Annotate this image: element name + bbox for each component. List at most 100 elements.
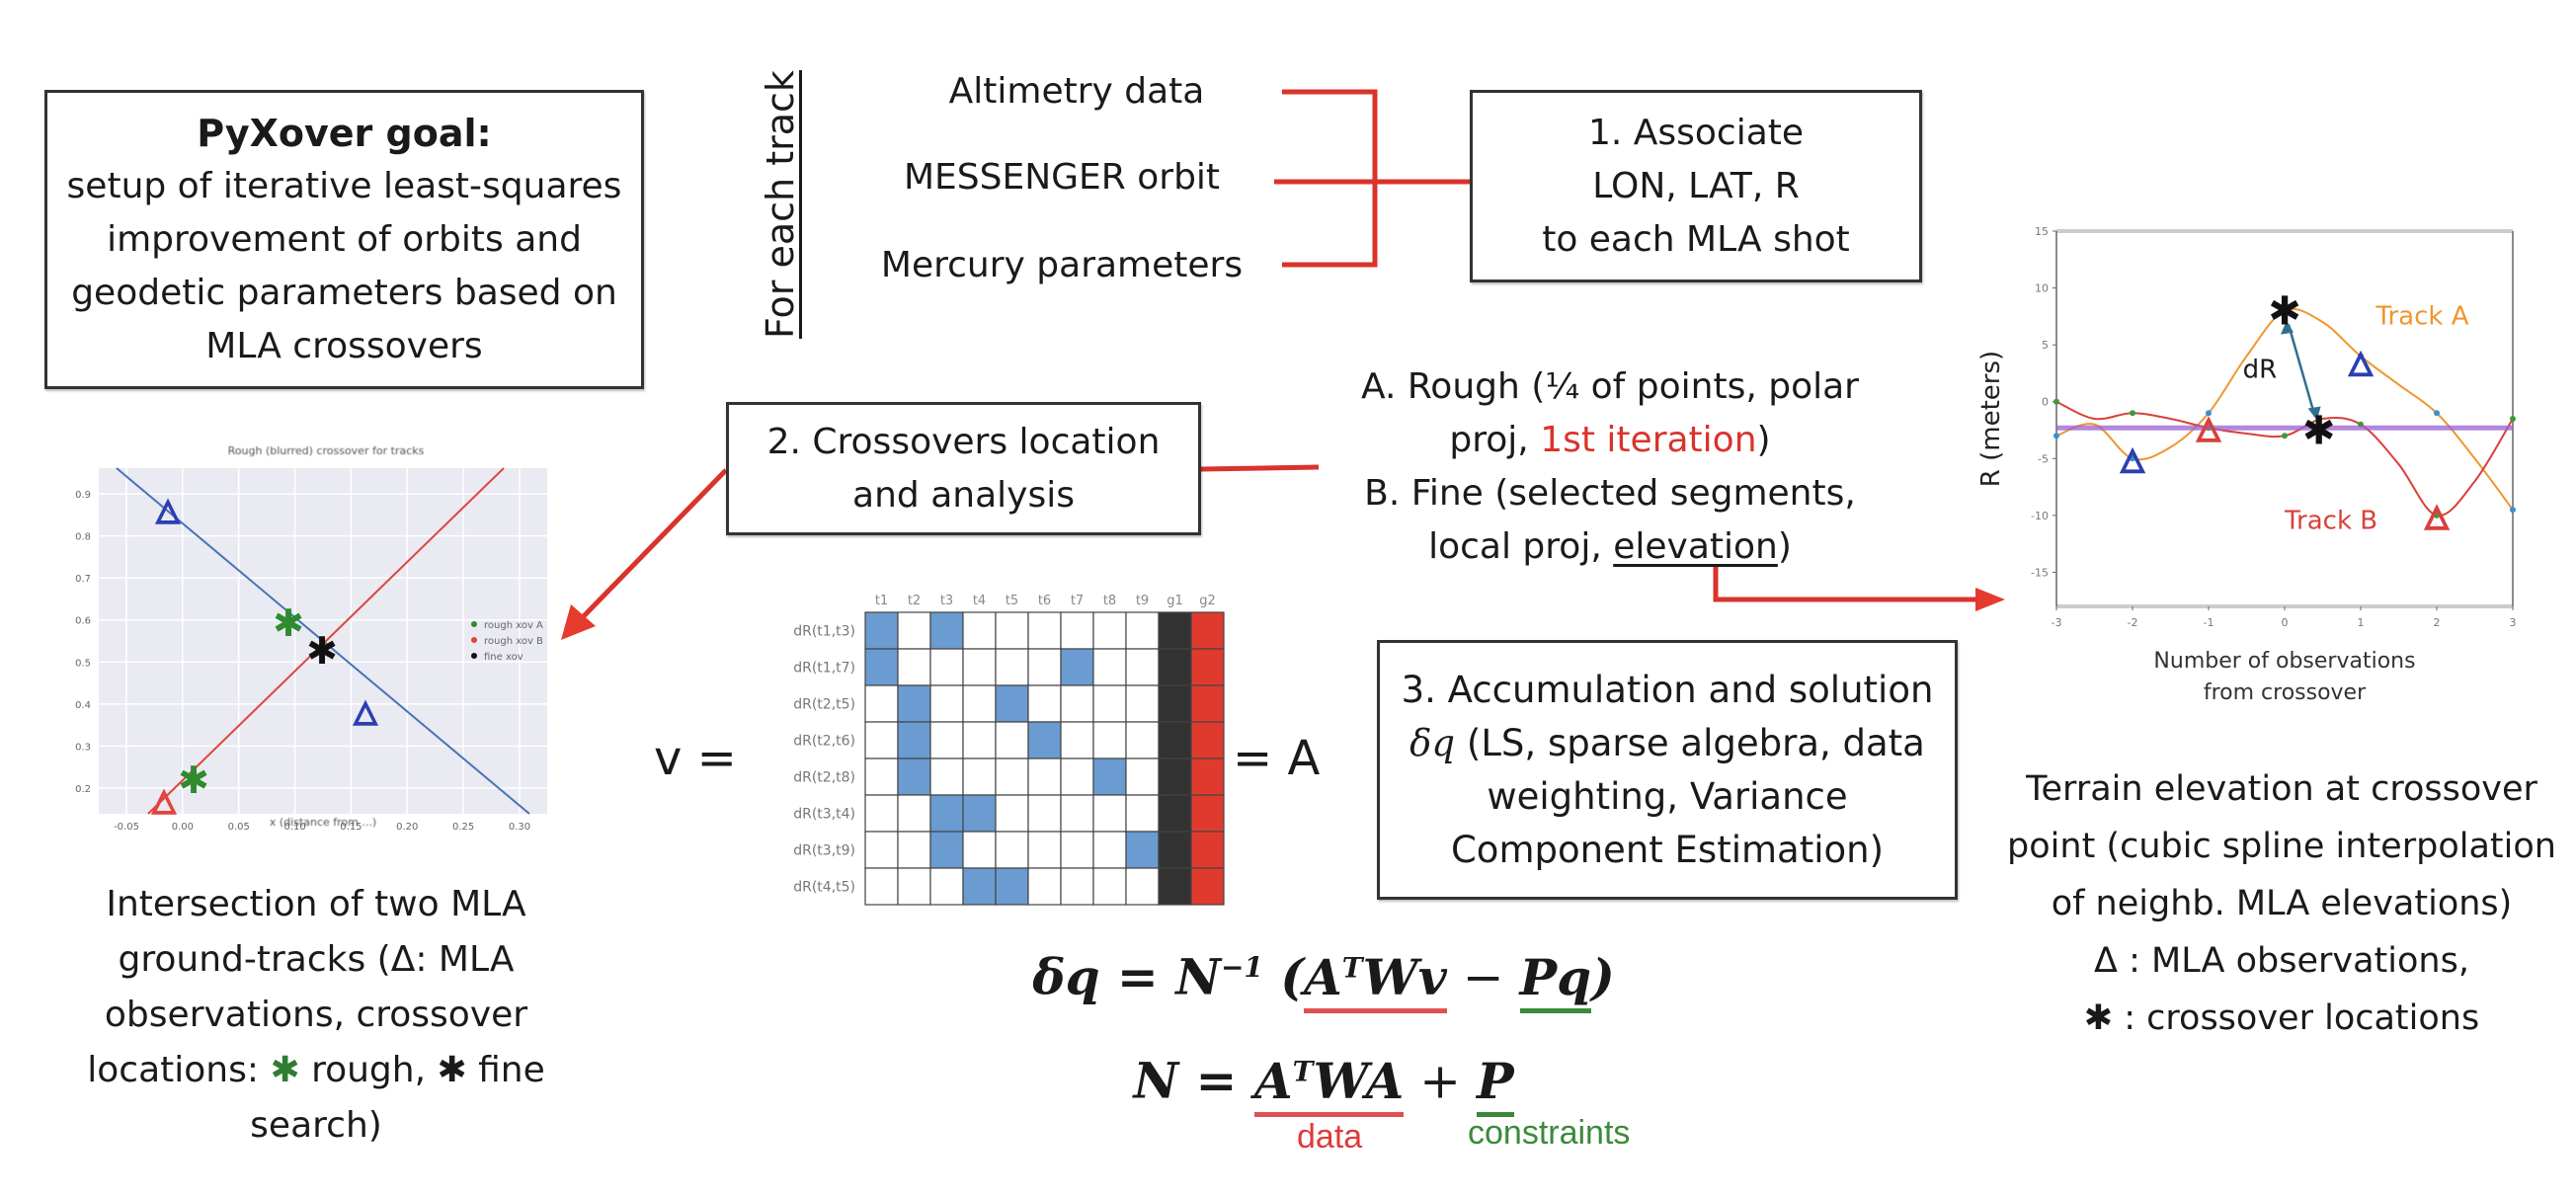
matrix-cell (1190, 611, 1225, 650)
chart-xtick-label: 0 (2282, 616, 2289, 629)
matrix-cell (1060, 867, 1094, 906)
matrix-cell (864, 867, 899, 906)
step3-line: Component Estimation) (1450, 828, 1885, 871)
matrix-cell (1125, 758, 1160, 796)
left-plot-title: Rough (blurred) crossover for tracks (227, 444, 425, 457)
step3-line: weighting, Variance (1487, 774, 1848, 818)
matrix-cell (1092, 794, 1127, 833)
matrix-cell (1027, 721, 1062, 759)
step3-line: δq (LS, sparse algebra, data (1409, 717, 1925, 770)
left-plot-xtick: 0.05 (228, 822, 250, 830)
ground-track-plot: Rough (blurred) crossover for tracks △ △… (59, 444, 573, 830)
matrix-column-header: t2 (908, 594, 921, 608)
caption-text: locations: (87, 1050, 259, 1090)
matrix-cell (962, 831, 997, 869)
delta-q-symbol: δq (1409, 721, 1456, 764)
matrix-cell (929, 648, 964, 686)
eq1-transpose: T (1341, 951, 1363, 984)
left-plot-xlabel: x (distance from ...) (269, 816, 377, 829)
matrix-column-header: g1 (1167, 594, 1183, 608)
rough-mode-close: ) (1756, 420, 1771, 460)
matrix-cell (962, 758, 997, 796)
legend-label: fine xov (484, 652, 523, 663)
v-equals-label: v = (654, 731, 737, 786)
matrix-cell (864, 684, 899, 723)
matrix-cell (1125, 648, 1160, 686)
matrix-column-header: t3 (940, 594, 953, 608)
left-plot-xtick: 0.25 (452, 822, 474, 830)
matrix-cell (1027, 611, 1062, 650)
rough-mode-line2: proj, 1st iteration) (1314, 414, 1906, 467)
crossover-asterisk-icon: ✱ (2302, 409, 2336, 454)
dr-arrow-line (2287, 324, 2316, 417)
step2-line: 2. Crossovers location (766, 421, 1161, 462)
matrix-cell (1060, 648, 1094, 686)
step2-line: and analysis (852, 474, 1075, 516)
caption-line: Terrain elevation at crossover (2026, 769, 2537, 809)
matrix-cell (1158, 831, 1192, 869)
step3-line-rest: (LS, sparse algebra, data (1455, 721, 1925, 764)
matrix-row-label: dR(t2,t8) (793, 770, 855, 786)
series-point (2510, 416, 2516, 422)
matrix-cell (1060, 721, 1094, 759)
eq2-lhs: N = (1133, 1051, 1254, 1110)
matrix-cell (1158, 721, 1192, 759)
matrix-cell (962, 648, 997, 686)
left-plot-caption: Intersection of two MLA ground-tracks (Δ… (40, 877, 593, 1154)
matrix-row-label: dR(t1,t3) (793, 624, 855, 640)
eq1-paren-close: ) (1591, 947, 1615, 1006)
matrix-cell (1027, 867, 1062, 906)
matrix-cell (962, 611, 997, 650)
chart-ytick-label: -10 (2031, 510, 2049, 522)
bracket-connector (1282, 89, 1378, 268)
matrix-cell (962, 684, 997, 723)
fine-mode-line2: local proj, elevation) (1314, 520, 1906, 574)
matrix-cell (1190, 867, 1225, 906)
matrix-cell (929, 721, 964, 759)
left-plot-ytick: 0.9 (75, 490, 91, 501)
matrix-cell (1027, 831, 1062, 869)
matrix-cell (1125, 794, 1160, 833)
matrix-cell (1092, 867, 1127, 906)
observation-triangle-icon: △ (2197, 411, 2219, 445)
eq2-data-term: ATWA (1253, 1051, 1405, 1117)
caption-text: rough, (311, 1050, 427, 1090)
chart-xtick-label: 1 (2358, 616, 2365, 629)
fine-crossover-icon: ✱ (306, 629, 338, 673)
observation-triangle-icon: △ (2425, 499, 2448, 533)
chart-annotation: Track B (2284, 507, 2377, 536)
matrix-column-header: t5 (1006, 594, 1018, 608)
chart-xtick-label: -2 (2128, 616, 2138, 629)
matrix-row-label: dR(t3,t9) (793, 843, 855, 859)
left-plot-ytick: 0.6 (75, 616, 91, 627)
matrix-cell (864, 758, 899, 796)
matrix-cell (864, 831, 899, 869)
goal-line: MLA crossovers (205, 325, 483, 366)
matrix-cell (1060, 611, 1094, 650)
step2-connector (1200, 464, 1320, 472)
matrix-cell (929, 611, 964, 650)
chart-ytick-label: 10 (2035, 282, 2049, 295)
crossover-asterisk-icon: ✱ (2268, 289, 2301, 335)
right-caption: Terrain elevation at crossover point (cu… (1966, 760, 2576, 1047)
observation-triangle-icon: △ (152, 783, 175, 818)
matrix-column-header: t8 (1103, 594, 1116, 608)
rough-mode-text: proj, (1449, 420, 1541, 460)
matrix-cell (1027, 794, 1062, 833)
matrix-cell (995, 648, 1029, 686)
caption-text: fine (478, 1050, 545, 1090)
eq2-plus: + (1404, 1052, 1477, 1110)
arrow-head-left-icon (561, 604, 596, 640)
first-iteration-highlight: 1st iteration (1540, 420, 1757, 460)
left-plot-ytick: 0.8 (75, 532, 91, 543)
eq1-exponent: −1 (1220, 951, 1263, 984)
matrix-cell (1092, 684, 1127, 723)
a-equals-label: = A (1233, 731, 1321, 786)
goal-line: geodetic parameters based on (71, 272, 617, 313)
matrix-cell (897, 867, 931, 906)
equation-normal-matrix: N = ATWA + P (988, 1037, 1659, 1117)
step3-line: 3. Accumulation and solution (1401, 668, 1934, 711)
left-plot-xtick: 0.30 (509, 822, 530, 830)
eq1-paren: ( (1262, 947, 1304, 1006)
